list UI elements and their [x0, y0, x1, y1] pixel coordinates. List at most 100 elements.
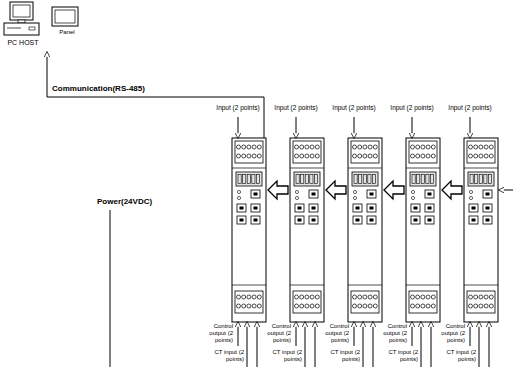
key-button	[251, 216, 260, 224]
segment-digit	[368, 175, 371, 184]
terminal-screw	[373, 304, 377, 308]
key-mark	[312, 207, 316, 210]
key-button	[367, 216, 376, 224]
terminal-block	[467, 291, 495, 313]
terminal-block	[467, 141, 495, 163]
housing-seam	[232, 285, 266, 286]
controller-module	[348, 117, 404, 367]
key-button	[483, 204, 492, 212]
terminal-screw	[363, 145, 367, 149]
terminal-screw	[353, 145, 357, 149]
module-housing	[232, 138, 266, 322]
key-mark	[428, 193, 432, 196]
terminal-screw	[489, 295, 493, 299]
terminal-screw	[300, 145, 304, 149]
link-arrow	[326, 181, 346, 199]
terminal-screw	[469, 304, 473, 308]
terminal-screw	[469, 145, 473, 149]
key-mark	[414, 219, 418, 222]
status-lamp	[295, 196, 298, 199]
power-label: Power(24VDC)	[97, 197, 177, 206]
terminal-screw	[489, 304, 493, 308]
input-arrow	[470, 117, 471, 138]
terminal-screw	[247, 304, 251, 308]
ct-input-arrow	[315, 322, 316, 367]
key-mark	[240, 219, 244, 222]
housing-seam	[406, 285, 440, 286]
ct-label: CT input (2 points)	[317, 349, 360, 363]
terminal-screw	[247, 145, 251, 149]
bus-label: Communication(RS-485)	[52, 84, 212, 93]
key-button	[411, 216, 420, 224]
key-mark	[254, 207, 258, 210]
key-button	[251, 204, 260, 212]
terminal-block	[351, 141, 379, 163]
status-lamp	[353, 190, 356, 193]
terminal-screw	[474, 154, 478, 158]
key-mark	[240, 207, 244, 210]
terminal-screw	[421, 295, 425, 299]
key-mark	[370, 219, 374, 222]
controller-module	[464, 117, 498, 367]
terminal-screw	[295, 145, 299, 149]
terminal-screw	[353, 304, 357, 308]
segment-digit	[359, 175, 362, 184]
key-button	[353, 216, 362, 224]
segment-digit	[426, 175, 429, 184]
ct-input-arrow	[431, 322, 432, 367]
input-arrow	[354, 117, 355, 138]
segment-digit	[417, 175, 420, 184]
host-computer: PC HOST	[1, 1, 45, 47]
key-mark	[312, 193, 316, 196]
terminal-screw	[426, 295, 430, 299]
terminal-screw	[479, 295, 483, 299]
key-mark	[356, 207, 360, 210]
output-label: Control output (2 points)	[201, 323, 233, 344]
terminal-screw	[489, 145, 493, 149]
terminal-screw	[295, 154, 299, 158]
segment-digit	[421, 175, 424, 184]
terminal-screw	[484, 154, 488, 158]
terminal-screw	[484, 145, 488, 149]
node-label: Panel	[51, 29, 83, 36]
terminal-screw	[469, 154, 473, 158]
housing-seam	[464, 285, 498, 286]
terminal-screw	[300, 154, 304, 158]
segment-digit	[484, 175, 487, 184]
key-button	[367, 190, 376, 198]
status-lamp	[411, 190, 414, 193]
status-lamp	[411, 196, 414, 199]
ct-input-arrow	[363, 322, 364, 367]
key-button	[353, 204, 362, 212]
key-button	[237, 216, 246, 224]
status-lamp	[237, 196, 240, 199]
terminal-screw	[358, 154, 362, 158]
key-mark	[486, 193, 490, 196]
control-output-arrow	[470, 322, 471, 346]
module-group	[232, 117, 498, 367]
ct-input-arrow	[421, 322, 422, 367]
terminal-block	[235, 141, 263, 163]
terminal-screw	[242, 304, 246, 308]
key-mark	[472, 207, 476, 210]
input-arrow	[412, 117, 413, 138]
terminal-screw	[368, 145, 372, 149]
terminal-screw	[474, 145, 478, 149]
controller-module	[290, 117, 346, 367]
ct-label: CT input (2 points)	[375, 349, 418, 363]
controller-module	[232, 117, 288, 367]
control-output-arrow	[296, 322, 297, 346]
terminal-screw	[431, 154, 435, 158]
housing-seam	[406, 168, 440, 169]
segment-digit	[430, 175, 433, 184]
terminal-screw	[411, 295, 415, 299]
ct-input-arrow	[373, 322, 374, 367]
terminal-screw	[257, 154, 261, 158]
segment-digit	[305, 175, 308, 184]
terminal-block	[235, 291, 263, 313]
control-output-arrow	[238, 322, 239, 346]
housing-seam	[464, 168, 498, 169]
key-mark	[428, 207, 432, 210]
segment-digit	[470, 175, 473, 184]
terminal-screw	[295, 304, 299, 308]
